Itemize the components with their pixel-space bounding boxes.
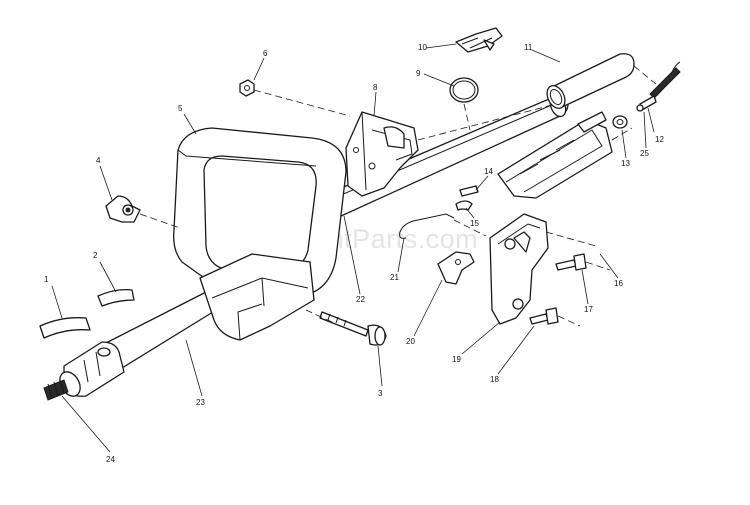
callout-18: 18 [490,375,499,384]
callout-2: 2 [93,251,98,260]
part-12-throttle-cable [649,61,681,99]
part-6-nut [239,79,255,97]
callout-12: 12 [655,135,664,144]
throttle-housing [497,111,613,199]
part-9-o-ring [449,77,479,103]
part-14-pin [459,185,479,197]
callout-10: 10 [418,43,427,52]
part-8-bracket [345,111,419,197]
callout-17: 17 [584,305,593,314]
part-15-clip [455,200,473,211]
callout-19: 19 [452,355,461,364]
part-5-handle-loop [173,127,347,341]
part-17-screw [555,253,587,271]
callout-13: 13 [621,159,630,168]
part-24-splined-shaft [43,341,125,401]
assembly-lines [139,65,657,327]
callout-14: 14 [484,167,493,176]
part-10-clip [455,27,503,53]
callout-24: 24 [106,455,115,464]
part-11-grip-sleeve [546,53,635,109]
part-4-knob [105,195,141,223]
callout-25: 25 [640,149,649,158]
callout-23: 23 [196,398,205,407]
part-13-ferrule [612,115,628,129]
callout-16: 16 [614,279,623,288]
part-21-spring [399,213,455,239]
part-18-screw [529,307,559,325]
part-3-carriage-bolt [319,311,387,346]
callout-4: 4 [96,156,101,165]
callout-21: 21 [390,273,399,282]
callout-9: 9 [416,69,421,78]
part-1-sleeve [39,317,91,339]
part-25-cable-fitting [636,95,657,112]
callout-8: 8 [373,83,378,92]
leader-lines [51,43,655,453]
callout-11: 11 [524,43,533,52]
callout-22: 22 [356,295,365,304]
callout-3: 3 [378,389,383,398]
callout-15: 15 [470,219,479,228]
part-20-trigger [437,251,475,285]
callout-20: 20 [406,337,415,346]
part-19-side-cover [489,213,549,325]
callout-6: 6 [263,49,268,58]
callout-5: 5 [178,104,183,113]
callout-1: 1 [44,275,49,284]
part-2-sleeve [97,288,135,307]
callout-labels: 1 2 3 4 5 6 8 9 10 11 12 13 14 15 16 17 … [44,43,664,464]
